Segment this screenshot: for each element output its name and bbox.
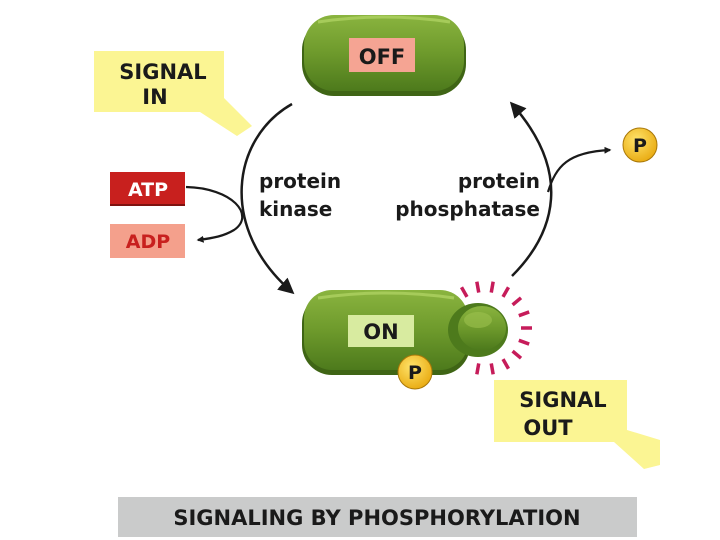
glow-ray (511, 349, 523, 360)
caption-bar: SIGNALING BY PHOSPHORYLATION (118, 497, 637, 537)
glow-ray (518, 310, 530, 318)
off-label: OFF (359, 45, 406, 69)
signal-out-callout: SIGNAL OUT (494, 380, 660, 469)
phosphatase-arrow (509, 101, 553, 277)
kinase-label-line1: protein (259, 169, 341, 193)
phosphatase-label-line1: protein (458, 169, 540, 193)
glow-ray (501, 358, 511, 370)
atp-to-adp-arrow (185, 185, 244, 243)
signal-in-callout: SIGNAL IN (94, 51, 252, 136)
atp-box: ATP (110, 172, 185, 206)
glow-ray (518, 338, 530, 346)
protein-on: ON (302, 290, 508, 375)
on-label: ON (363, 320, 398, 344)
glow-ray (489, 363, 495, 375)
signal-out-label-line2: OUT (523, 416, 573, 440)
kinase-arrow (240, 102, 295, 295)
glow-ray (475, 363, 481, 375)
signal-out-label-line1: SIGNAL (519, 388, 606, 412)
released-phosphate: P (622, 127, 658, 163)
phosphatase-label-line2: phosphatase (395, 197, 540, 221)
phosphate-release-arrow (546, 146, 612, 193)
glow-ray (511, 296, 523, 307)
glow-ray (501, 286, 511, 298)
on-label-box (348, 315, 414, 347)
adp-label: ADP (126, 231, 170, 253)
atp-label: ATP (128, 179, 168, 201)
glow-ray (489, 281, 495, 293)
caption: SIGNALING BY PHOSPHORYLATION (173, 506, 580, 530)
bound-phosphate-label: P (408, 362, 422, 384)
released-phosphate-label: P (633, 135, 647, 157)
signal-in-label-line1: SIGNAL (119, 60, 206, 84)
protein-off: OFF (302, 15, 466, 96)
signal-in-label-line2: IN (142, 85, 167, 109)
activity-glow (459, 281, 532, 375)
off-label-box (349, 38, 415, 72)
glow-ray (475, 281, 481, 293)
adp-box: ADP (110, 224, 185, 258)
kinase-label-line2: kinase (259, 197, 332, 221)
bound-phosphate: P (397, 354, 433, 390)
glow-ray (459, 286, 469, 298)
